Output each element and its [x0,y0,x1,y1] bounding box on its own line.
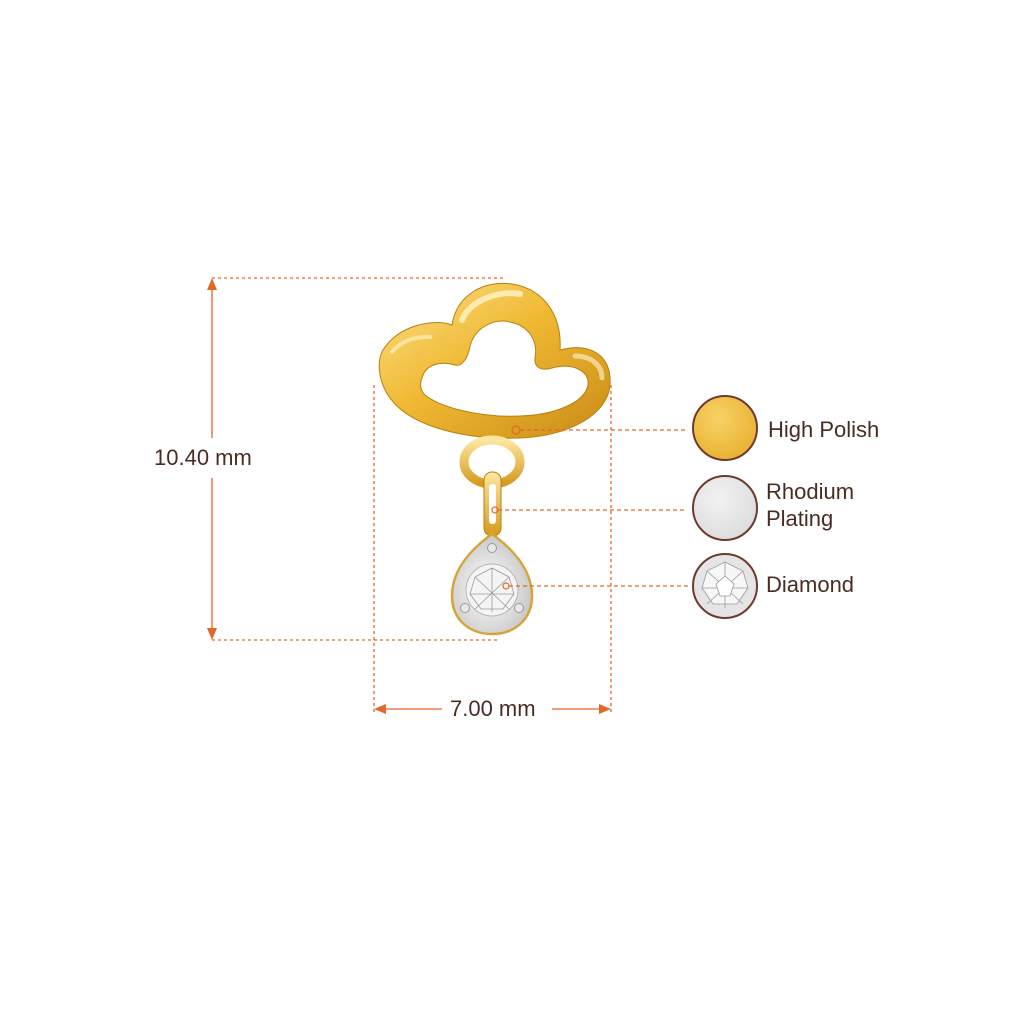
legend-label-diamond: Diamond [766,572,855,597]
rhodium-swatch-icon [692,475,758,541]
cloud-highlight-left [390,334,432,354]
width-dimension [373,385,612,714]
legend-swatches [692,395,758,619]
lower-link-hole [489,484,496,524]
earring-bail [459,435,525,537]
earring-drop [450,532,534,636]
prong-top [487,543,497,553]
diamond-facets [469,567,515,612]
earring-cloud [378,282,611,439]
height-dimension [207,277,505,641]
legend-label-high-polish: High Polish [768,417,880,442]
legend-label-rhodium-plating: Rhodium Plating [766,479,855,531]
prong-left [460,603,470,613]
cloud-highlight-right [572,353,605,381]
width-dimension-label: 7.00 mm [448,696,538,721]
cloud-shape [378,282,611,439]
height-dimension-label: 10.40 mm [154,445,252,470]
diamond-swatch-icon [692,553,758,619]
width-arrow-left [374,704,386,714]
prong-right [514,603,524,613]
width-arrow-right [599,704,611,714]
height-arrow-bottom [207,628,217,640]
gold-swatch-icon [692,395,758,461]
height-arrow-top [207,278,217,290]
cloud-highlight [459,290,523,323]
legend-leaders [491,425,690,590]
